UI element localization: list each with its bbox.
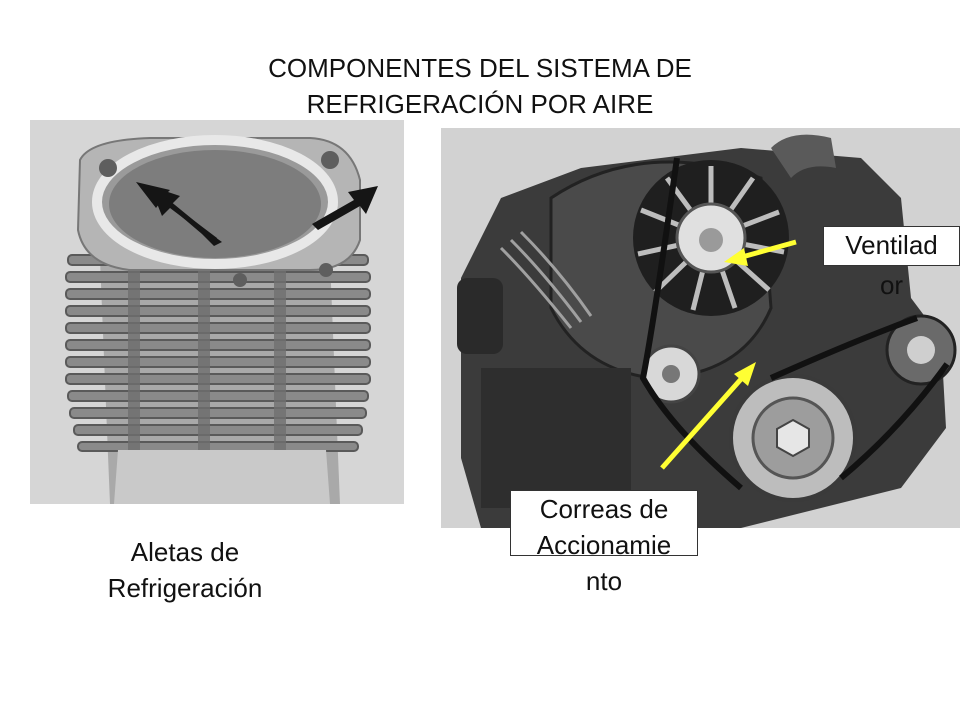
fan-label: Ventilad or: [823, 226, 960, 300]
drive-belts-label-line-2: Accionamie: [536, 530, 672, 560]
engine-photo: [441, 128, 960, 528]
cooling-fins-caption-line-1: Aletas de: [130, 537, 240, 567]
cooling-fins-caption-line-2: Refrigeración: [107, 573, 263, 603]
slide-title-line-2: REFRIGERACIÓN POR AIRE: [306, 89, 654, 119]
slide-title-line-1: COMPONENTES DEL SISTEMA DE: [268, 53, 692, 83]
drive-belts-label-line-1: Correas de: [539, 494, 669, 524]
fan-label-line-2: or: [879, 270, 904, 300]
drive-belts-label-line-3: nto: [585, 566, 623, 596]
slide-title: COMPONENTES DEL SISTEMA DE REFRIGERACIÓN…: [170, 50, 790, 122]
fan-label-line-1: Ventilad: [845, 230, 938, 260]
cooling-fins-caption: Aletas de Refrigeración: [60, 534, 310, 606]
drive-belts-label: Correas de Accionamie nto: [510, 490, 698, 596]
cylinder-fins-photo: [30, 120, 404, 504]
